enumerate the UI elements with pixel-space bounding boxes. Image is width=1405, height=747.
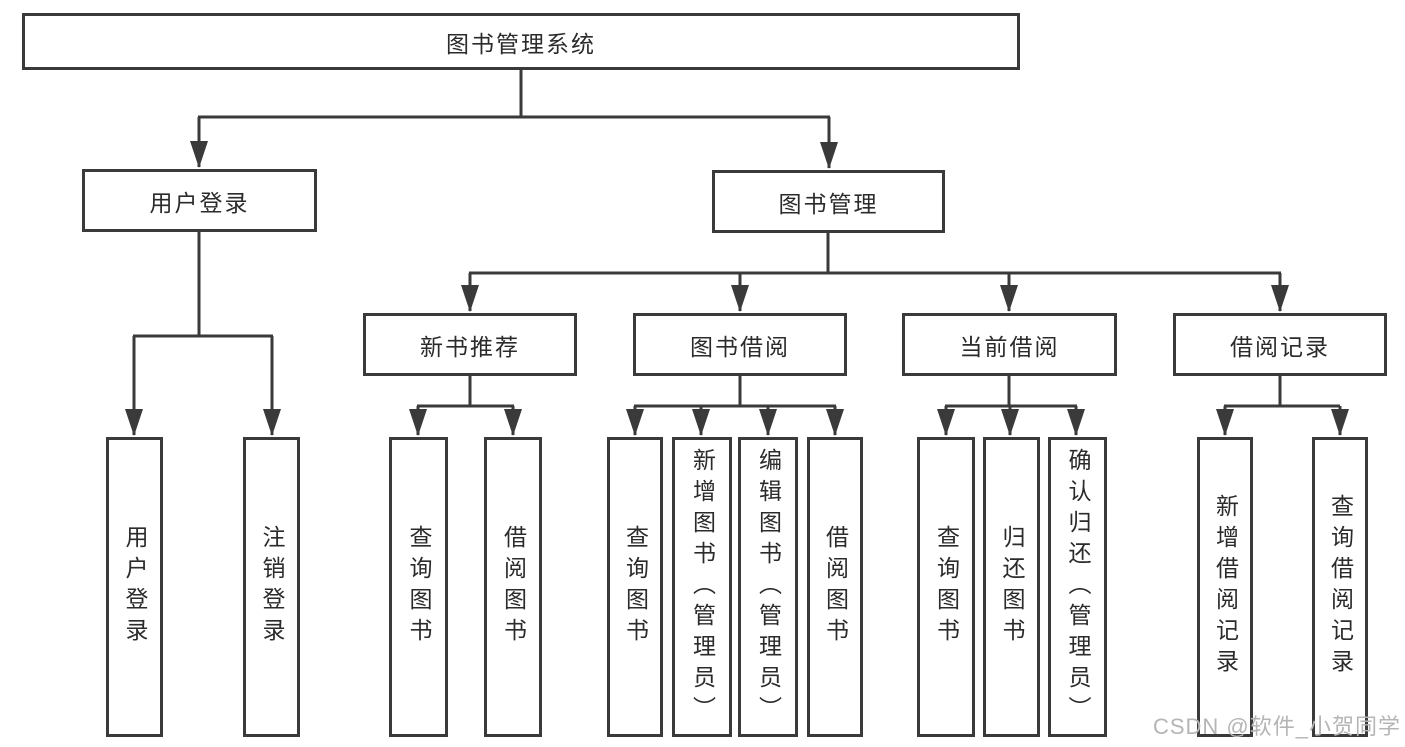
node-label: 借阅记录 (1230, 333, 1330, 360)
node-label: 图书管理 (778, 190, 879, 217)
node-label: 查询借阅记录 (1327, 494, 1354, 680)
node-borrow-records: 借阅记录 (1173, 313, 1387, 376)
node-label: 借阅图书 (500, 525, 527, 649)
node-book-management: 图书管理 (712, 170, 945, 233)
leaf-logout: 注销登录 (243, 437, 300, 737)
node-label: 查询图书 (933, 525, 960, 649)
node-new-book-recommend: 新书推荐 (363, 313, 577, 376)
leaf-edit-book-admin: 编辑图书（管理员） (738, 437, 798, 737)
node-label: 图书借阅 (690, 333, 790, 360)
node-label: 确认归还（管理员） (1065, 447, 1091, 727)
leaf-query-borrow-record: 查询借阅记录 (1312, 437, 1368, 737)
node-label: 查询图书 (622, 525, 649, 649)
leaf-query-books-3: 查询图书 (917, 437, 975, 737)
leaf-add-borrow-record: 新增借阅记录 (1197, 437, 1253, 737)
node-label: 图书管理系统 (446, 30, 596, 57)
leaf-borrow-books-1: 借阅图书 (484, 437, 542, 737)
leaf-borrow-books-2: 借阅图书 (807, 437, 863, 737)
leaf-user-login: 用户登录 (106, 437, 163, 737)
node-label: 注销登录 (259, 525, 285, 649)
leaf-confirm-return-admin: 确认归还（管理员） (1048, 437, 1107, 737)
node-label: 用户登录 (122, 525, 148, 649)
leaf-return-book: 归还图书 (983, 437, 1040, 737)
node-label: 编辑图书（管理员） (755, 447, 782, 727)
node-label: 新增图书（管理员） (689, 447, 716, 727)
leaf-query-books-1: 查询图书 (389, 437, 448, 737)
node-current-borrow: 当前借阅 (902, 313, 1117, 376)
node-label: 新书推荐 (420, 333, 520, 360)
node-label: 当前借阅 (959, 333, 1060, 360)
node-label: 用户登录 (149, 189, 250, 216)
node-label: 归还图书 (999, 525, 1025, 649)
watermark-text: CSDN @软件_小贺同学 (1152, 714, 1401, 739)
node-book-borrow: 图书借阅 (633, 313, 847, 376)
leaf-add-book-admin: 新增图书（管理员） (672, 437, 732, 737)
node-label: 借阅图书 (822, 525, 849, 649)
node-label: 新增借阅记录 (1212, 494, 1239, 680)
node-library-management-system: 图书管理系统 (22, 13, 1020, 70)
node-label: 查询图书 (406, 525, 432, 649)
leaf-query-books-2: 查询图书 (607, 437, 663, 737)
node-user-login: 用户登录 (82, 169, 317, 232)
